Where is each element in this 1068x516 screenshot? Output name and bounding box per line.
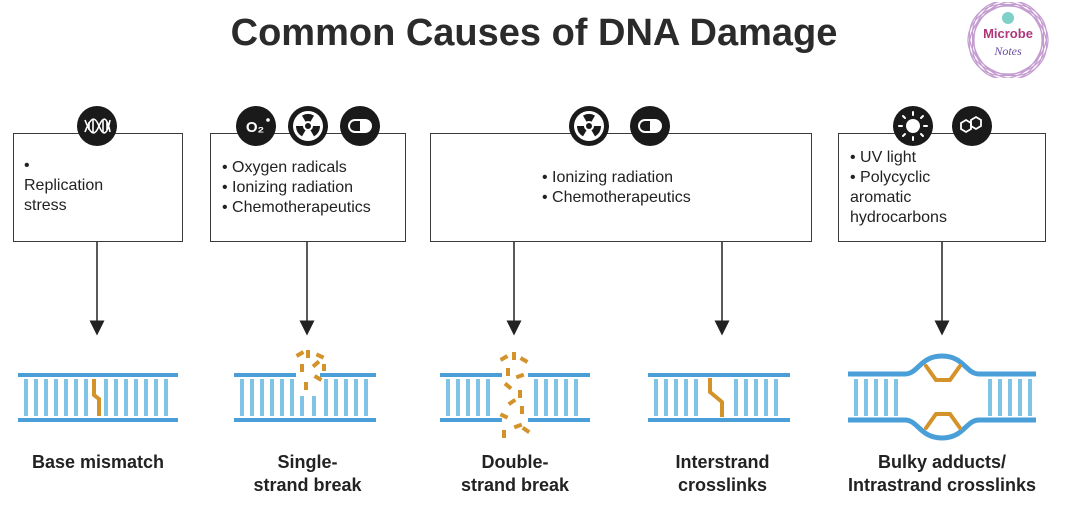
logo-text-2: Notes bbox=[993, 44, 1022, 58]
pill-icon bbox=[630, 106, 670, 146]
cause-box-uv: • UV light • Polycyclic aromatic hydroca… bbox=[838, 133, 1046, 242]
label-double-strand-break: Double- strand break bbox=[460, 452, 570, 495]
label-interstrand-crosslinks: Interstrand crosslinks bbox=[675, 452, 770, 495]
dna-single-strand-break bbox=[234, 350, 376, 422]
pill-icon bbox=[340, 106, 380, 146]
dna-interstrand-crosslinks bbox=[648, 373, 790, 422]
label-single-strand-break: Single- strand break bbox=[253, 452, 362, 495]
cause-box-replication: • Replication stress bbox=[13, 133, 183, 242]
radiation-icon bbox=[288, 106, 328, 146]
cause-box-double: • Ionizing radiation • Chemotherapeutics bbox=[430, 133, 812, 242]
logo-text-1: Microbe bbox=[983, 26, 1033, 41]
dna-bulky-adducts bbox=[848, 353, 1036, 441]
cause-box-single: • Oxygen radicals • Ionizing radiation •… bbox=[210, 133, 406, 242]
microbe-notes-logo: Microbe Notes bbox=[958, 0, 1058, 81]
cause-text-double: • Ionizing radiation • Chemotherapeutics bbox=[542, 169, 691, 206]
dna-double-strand-break bbox=[440, 352, 590, 438]
sun-icon bbox=[893, 106, 933, 146]
cause-text-single: • Oxygen radicals • Ionizing radiation •… bbox=[222, 159, 371, 216]
label-base-mismatch: Base mismatch bbox=[31, 452, 165, 472]
hydrocarbon-icon bbox=[952, 106, 992, 146]
cause-text-replication: • Replication stress bbox=[24, 157, 104, 214]
label-bulky-adducts: Bulky adducts/ Intrastrand crosslinks bbox=[847, 452, 1037, 495]
oxygen-text: O₂ bbox=[246, 119, 264, 136]
oxygen-radical-icon: O₂ bbox=[236, 106, 276, 146]
cause-text-uv: • UV light • Polycyclic aromatic hydroca… bbox=[850, 149, 947, 226]
dna-base-mismatch bbox=[18, 373, 178, 422]
page-title: Common Causes of DNA Damage bbox=[230, 12, 838, 54]
dna-icon bbox=[77, 106, 117, 146]
radiation-icon bbox=[569, 106, 609, 146]
